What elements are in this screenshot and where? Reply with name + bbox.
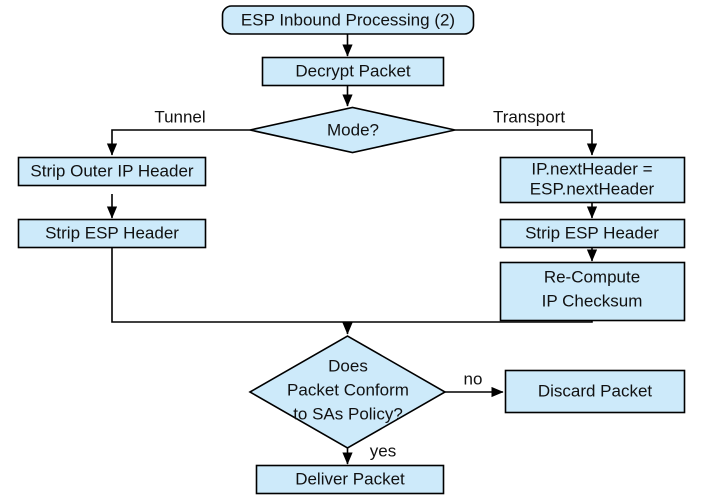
node-discard-shape[interactable]: [504, 369, 686, 414]
node-recompute-line1: Re-Compute: [544, 267, 640, 286]
node-deliver-label: Deliver Packet: [295, 469, 405, 488]
edge-left-merge: [111, 247, 348, 323]
node-recompute-line2: IP Checksum: [542, 291, 643, 310]
node-conform-line1: Does: [328, 356, 368, 375]
node-mode-shape[interactable]: [249, 106, 456, 154]
node-strip-outer-ip-shape[interactable]: [17, 156, 207, 187]
edge-label-tunnel: Tunnel: [154, 107, 205, 126]
node-conform-shape[interactable]: [248, 335, 447, 449]
node-next-header-line2: ESP.nextHeader: [530, 179, 655, 198]
node-deliver-shape[interactable]: [255, 464, 445, 495]
edge-label-yes: yes: [370, 441, 396, 460]
node-start-label: ESP Inbound Processing (2): [241, 10, 455, 29]
node-decrypt-shape[interactable]: [261, 56, 445, 87]
edge-label-transport: Transport: [493, 107, 565, 126]
node-strip-esp-left-label: Strip ESP Header: [45, 223, 179, 242]
node-strip-esp-right-label: Strip ESP Header: [525, 223, 659, 242]
node-discard-label: Discard Packet: [538, 381, 653, 400]
node-strip-esp-left-shape[interactable]: [17, 218, 207, 249]
edge-label-no: no: [464, 369, 483, 388]
node-start-shape[interactable]: [221, 5, 475, 35]
node-conform-line2: Packet Conform: [287, 380, 409, 399]
node-decrypt-label: Decrypt Packet: [295, 61, 411, 80]
edge-mode-transport: [455, 129, 598, 156]
node-next-header-shape[interactable]: [499, 156, 686, 204]
node-strip-esp-right-shape[interactable]: [499, 218, 686, 249]
node-recompute-shape[interactable]: [499, 261, 686, 322]
node-conform-line3: to SAs Policy?: [293, 404, 403, 423]
edge-mode-tunnel: [106, 129, 250, 156]
node-mode-label: Mode?: [327, 120, 379, 139]
node-next-header-line1: IP.nextHeader =: [531, 159, 652, 178]
node-strip-outer-ip-label: Strip Outer IP Header: [30, 161, 193, 180]
